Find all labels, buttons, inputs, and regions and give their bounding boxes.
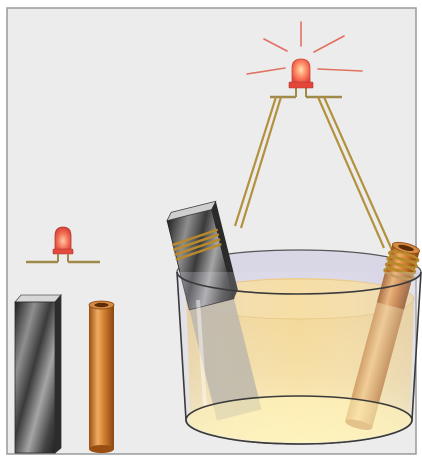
- led-base: [289, 82, 313, 88]
- led-bulb: [55, 227, 71, 250]
- beaker-glass-front: [177, 272, 421, 444]
- zinc-plate: [15, 295, 61, 453]
- copper-tube: [89, 301, 114, 453]
- beaker-bottom: [186, 396, 412, 444]
- led-bulb: [292, 59, 310, 83]
- led-base: [53, 249, 73, 254]
